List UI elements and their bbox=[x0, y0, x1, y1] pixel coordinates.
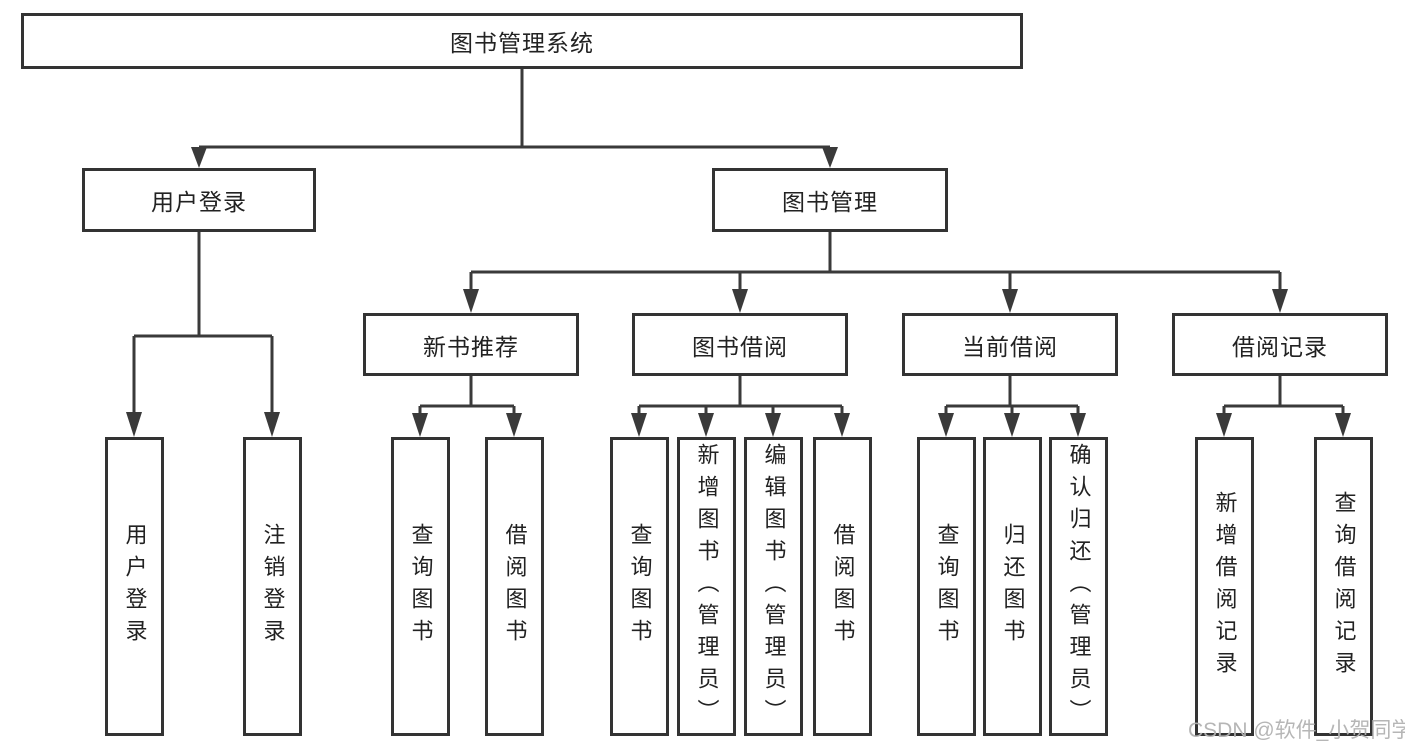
arrow-down-icon bbox=[463, 289, 479, 313]
arrow-down-icon bbox=[412, 413, 428, 437]
node-leaf-logout-label: 注销登录 bbox=[260, 522, 286, 651]
node-root-label: 图书管理系统 bbox=[450, 30, 594, 56]
node-new-book-rec-label: 新书推荐 bbox=[423, 333, 519, 360]
node-leaf-return-books-label: 归还图书 bbox=[1000, 522, 1026, 651]
arrow-down-icon bbox=[264, 412, 280, 437]
node-book-borrow: 图书借阅 bbox=[632, 313, 848, 376]
connector-borrow-record-to-leaves bbox=[1216, 375, 1351, 437]
node-user-login-label: 用户登录 bbox=[151, 189, 247, 215]
node-leaf-add-books-admin-label: 新增图书（管理员） bbox=[694, 442, 720, 731]
arrow-down-icon bbox=[126, 412, 142, 437]
connector-new-book-rec-to-leaves bbox=[412, 375, 522, 437]
node-book-mgmt: 图书管理 bbox=[712, 168, 948, 232]
arrow-down-icon bbox=[938, 413, 954, 437]
arrow-down-icon bbox=[1216, 413, 1232, 437]
csdn-watermark: CSDN @软件_小贺同学 bbox=[1188, 719, 1405, 742]
node-leaf-query-borrow-record: 查询借阅记录 bbox=[1314, 437, 1373, 736]
arrow-down-icon bbox=[1272, 289, 1288, 313]
node-book-mgmt-label: 图书管理 bbox=[782, 189, 878, 215]
node-leaf-add-borrow-record-label: 新增借阅记录 bbox=[1212, 490, 1238, 683]
connector-line bbox=[469, 232, 1282, 290]
node-leaf-user-login-label: 用户登录 bbox=[122, 522, 148, 651]
connector-current-borrow-to-leaves bbox=[938, 375, 1086, 437]
arrow-down-icon bbox=[765, 413, 781, 437]
connector-line bbox=[637, 375, 844, 414]
connector-root-to-level2 bbox=[191, 68, 838, 168]
node-leaf-edit-books-admin: 编辑图书（管理员） bbox=[744, 437, 803, 736]
node-leaf-confirm-return-admin: 确认归还（管理员） bbox=[1049, 437, 1108, 736]
node-leaf-borrow-books-1-label: 借阅图书 bbox=[502, 522, 528, 651]
arrow-down-icon bbox=[698, 413, 714, 437]
arrow-down-icon bbox=[1004, 413, 1020, 437]
connector-book-borrow-to-leaves bbox=[631, 375, 850, 437]
node-leaf-query-books-1: 查询图书 bbox=[391, 437, 450, 736]
node-leaf-return-books: 归还图书 bbox=[983, 437, 1042, 736]
arrow-down-icon bbox=[1335, 413, 1351, 437]
node-current-borrow-label: 当前借阅 bbox=[962, 333, 1058, 360]
node-root: 图书管理系统 bbox=[21, 13, 1023, 69]
node-leaf-borrow-books-2-label: 借阅图书 bbox=[830, 522, 856, 651]
node-leaf-borrow-books-2: 借阅图书 bbox=[813, 437, 872, 736]
node-current-borrow: 当前借阅 bbox=[902, 313, 1118, 376]
arrow-down-icon bbox=[1070, 413, 1086, 437]
connector-book-mgmt-to-level3 bbox=[463, 232, 1288, 313]
arrow-down-icon bbox=[834, 413, 850, 437]
node-leaf-user-login: 用户登录 bbox=[105, 437, 164, 736]
node-leaf-query-borrow-record-label: 查询借阅记录 bbox=[1331, 490, 1357, 683]
arrow-down-icon bbox=[506, 413, 522, 437]
node-user-login: 用户登录 bbox=[82, 168, 316, 232]
arrow-down-icon bbox=[822, 147, 838, 168]
node-book-borrow-label: 图书借阅 bbox=[692, 333, 788, 360]
connector-line bbox=[418, 375, 516, 414]
connector-user-login-to-leaves bbox=[126, 232, 280, 437]
node-borrow-record-label: 借阅记录 bbox=[1232, 333, 1328, 360]
node-leaf-add-borrow-record: 新增借阅记录 bbox=[1195, 437, 1254, 736]
node-leaf-confirm-return-admin-label: 确认归还（管理员） bbox=[1066, 442, 1092, 731]
connector-line bbox=[1222, 375, 1345, 414]
node-leaf-add-books-admin: 新增图书（管理员） bbox=[677, 437, 736, 736]
node-borrow-record: 借阅记录 bbox=[1172, 313, 1388, 376]
node-new-book-rec: 新书推荐 bbox=[363, 313, 579, 376]
connector-line bbox=[199, 68, 830, 149]
node-leaf-query-books-2: 查询图书 bbox=[610, 437, 669, 736]
arrow-down-icon bbox=[1002, 289, 1018, 313]
node-leaf-borrow-books-1: 借阅图书 bbox=[485, 437, 544, 736]
node-leaf-query-books-3-label: 查询图书 bbox=[934, 522, 960, 651]
node-leaf-query-books-2-label: 查询图书 bbox=[627, 522, 653, 651]
connector-line bbox=[132, 232, 274, 414]
node-leaf-edit-books-admin-label: 编辑图书（管理员） bbox=[761, 442, 787, 731]
arrow-down-icon bbox=[191, 147, 207, 168]
node-leaf-query-books-3: 查询图书 bbox=[917, 437, 976, 736]
node-leaf-query-books-1-label: 查询图书 bbox=[408, 522, 434, 651]
node-leaf-logout: 注销登录 bbox=[243, 437, 302, 736]
arrow-down-icon bbox=[732, 289, 748, 313]
connector-line bbox=[944, 375, 1080, 414]
arrow-down-icon bbox=[631, 413, 647, 437]
